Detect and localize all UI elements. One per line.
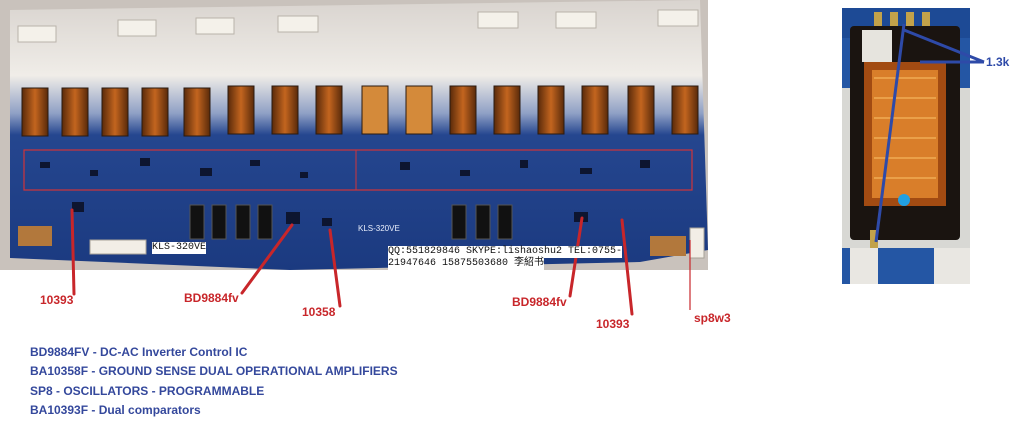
- contact-line-2: 21947646 15875503680 李紹书: [388, 258, 545, 270]
- callout-sp8w3: sp8w3: [694, 311, 731, 325]
- callout-bd9884fv-right: BD9884fv: [512, 295, 567, 309]
- callout-10393-left: 10393: [40, 293, 74, 307]
- board-silkscreen-model: KLS-320VE: [358, 224, 400, 233]
- callout-10358: 10358: [302, 305, 336, 319]
- model-label-left: KLS-320VE: [152, 242, 207, 254]
- callout-bd9884fv-left: BD9884fv: [184, 291, 239, 305]
- callout-10393-right: 10393: [596, 317, 630, 331]
- inverter-board-photo: [0, 0, 708, 270]
- contact-line-1: QQ:551829846 SKYPE:lishaoshu2 TEL:0755-: [388, 246, 623, 258]
- transformer-closeup-photo: [842, 8, 970, 284]
- legend-line-ba10358f: BA10358F - GROUND SENSE DUAL OPERATIONAL…: [30, 364, 398, 378]
- callout-resistance: 1.3k: [986, 55, 1010, 69]
- legend-line-ba10393f: BA10393F - Dual comparators: [30, 403, 201, 417]
- legend-line-bd9884fv: BD9884FV - DC-AC Inverter Control IC: [30, 345, 248, 359]
- legend-line-sp8: SP8 - OSCILLATORS - PROGRAMMABLE: [30, 384, 265, 398]
